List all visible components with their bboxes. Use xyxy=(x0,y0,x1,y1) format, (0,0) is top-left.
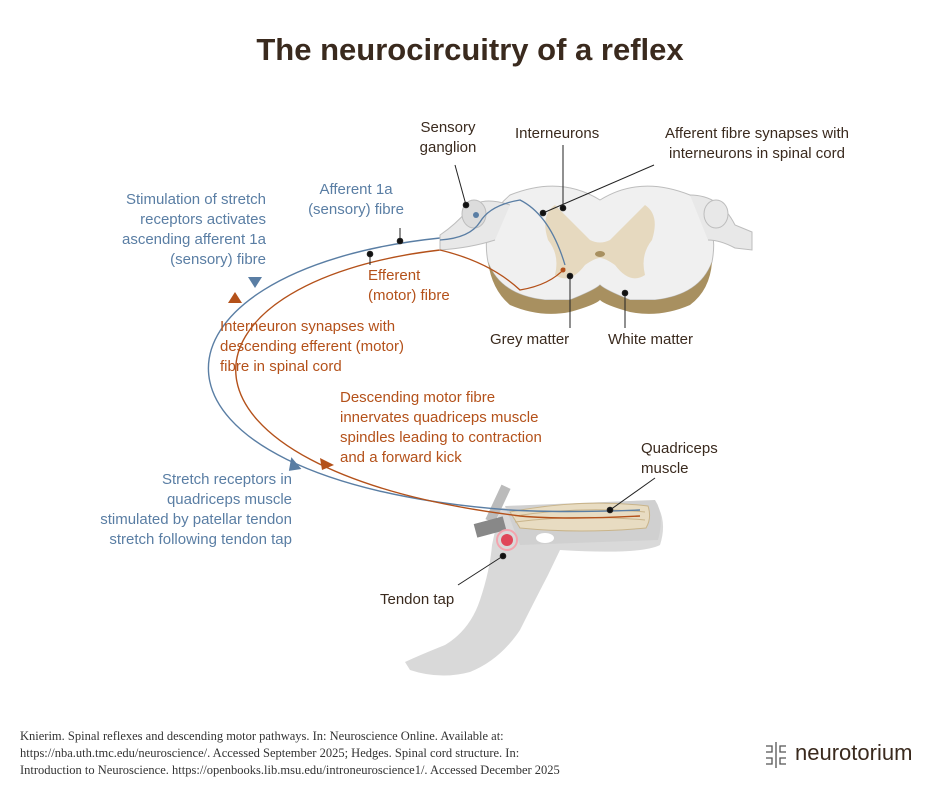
leg-shape xyxy=(405,502,664,676)
afferent-fibre-path xyxy=(207,237,641,513)
grey-matter-shape xyxy=(545,205,655,279)
reflex-hammer-icon xyxy=(473,484,511,538)
label-tendon-tap: Tendon tap xyxy=(380,591,455,608)
brand-name: neurotorium xyxy=(795,740,913,765)
efferent-arrow-2 xyxy=(320,458,334,470)
label-white-matter: White matter xyxy=(608,331,694,348)
spinal-cord-cross-section xyxy=(439,185,753,314)
neurotorium-logo-icon xyxy=(766,742,786,768)
efferent-arrow-1 xyxy=(228,292,242,303)
afferent-arrow-1 xyxy=(248,277,262,288)
label-interneurons: Interneurons xyxy=(515,125,600,142)
label-grey-matter: Grey matter xyxy=(490,331,570,348)
page-title: The neurocircuitry of a reflex xyxy=(256,32,684,67)
label-afferent-1a-fibre: Afferent 1a(sensory) fibre xyxy=(308,181,404,218)
afferent-arrow-2 xyxy=(288,457,302,471)
efferent-fibre-path xyxy=(235,249,641,519)
references: Knierim. Spinal reflexes and descending … xyxy=(20,729,560,777)
tendon-tap-point xyxy=(501,534,513,546)
label-efferent-fibre: Efferent(motor) fibre xyxy=(368,267,450,304)
